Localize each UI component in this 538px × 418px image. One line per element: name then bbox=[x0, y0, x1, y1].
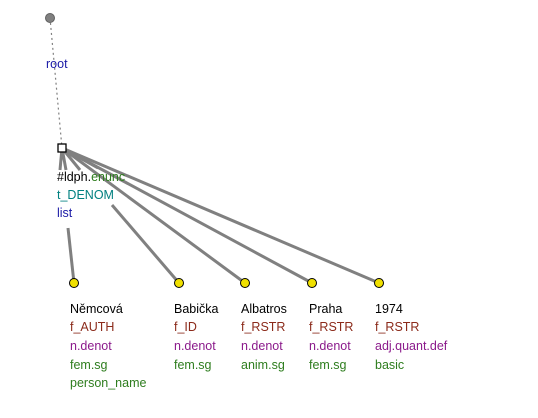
child-gram: fem.sg bbox=[70, 358, 108, 372]
hub-label-line: #ldph.enunc bbox=[57, 169, 125, 185]
child-node[interactable] bbox=[174, 278, 184, 288]
child-lemma: Albatros bbox=[241, 302, 287, 316]
child-nodetype: n.denot bbox=[309, 339, 351, 353]
child-lemma: Němcová bbox=[70, 302, 123, 316]
child-lemma: Babička bbox=[174, 302, 219, 316]
child-gram: anim.sg bbox=[241, 358, 285, 372]
hub-to-child-edge bbox=[66, 227, 76, 284]
child-node[interactable] bbox=[69, 278, 79, 288]
hub-nodetype: list bbox=[57, 206, 73, 220]
child-gram: fem.sg bbox=[309, 358, 347, 372]
hub-label-prefix: #ldph. bbox=[57, 170, 92, 184]
child-node[interactable] bbox=[240, 278, 250, 288]
hub-to-child-edge bbox=[61, 146, 246, 285]
child-lemma: 1974 bbox=[375, 302, 403, 316]
root-node[interactable] bbox=[45, 13, 55, 23]
hub-to-child-edge bbox=[61, 146, 380, 285]
child-extra: person_name bbox=[70, 376, 147, 390]
hub-to-label-edge bbox=[61, 146, 99, 170]
hub-node[interactable] bbox=[57, 143, 67, 153]
child-nodetype: n.denot bbox=[70, 339, 112, 353]
child-nodetype: n.denot bbox=[241, 339, 283, 353]
hub-to-child-edge bbox=[110, 204, 181, 284]
root-to-hub-edge bbox=[49, 17, 63, 149]
child-functor: f_ID bbox=[174, 320, 197, 334]
child-lemma: Praha bbox=[309, 302, 343, 316]
child-node[interactable] bbox=[374, 278, 384, 288]
child-functor: f_RSTR bbox=[241, 320, 286, 334]
child-gram: fem.sg bbox=[174, 358, 212, 372]
hub-to-child-edge bbox=[61, 146, 313, 285]
child-functor: f_RSTR bbox=[309, 320, 354, 334]
hub-functor: t_DENOM bbox=[57, 188, 114, 202]
root-label: root bbox=[46, 57, 68, 71]
hub-label-suffix: enunc bbox=[91, 170, 126, 184]
child-gram: basic bbox=[375, 358, 405, 372]
child-functor: f_RSTR bbox=[375, 320, 420, 334]
child-node[interactable] bbox=[307, 278, 317, 288]
child-functor: f_AUTH bbox=[70, 320, 115, 334]
child-nodetype: n.denot bbox=[174, 339, 216, 353]
child-nodetype: adj.quant.def bbox=[375, 339, 448, 353]
